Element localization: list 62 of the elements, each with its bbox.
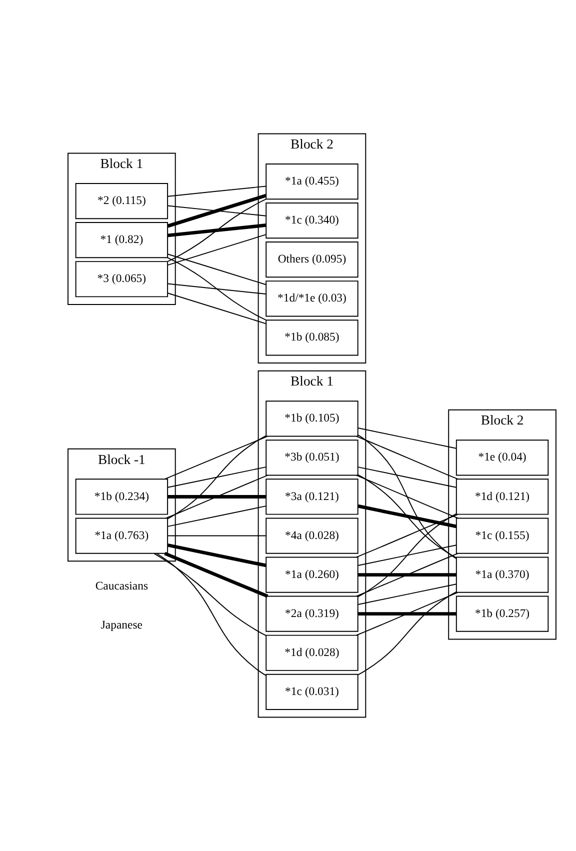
connector	[168, 224, 266, 238]
connector	[167, 506, 266, 527]
connector	[358, 573, 456, 577]
connector	[167, 292, 266, 324]
node-box: *1b (0.234)	[75, 478, 168, 515]
node-box: *3 (0.065)	[75, 261, 168, 298]
connector	[356, 474, 458, 519]
node-box: *1c (0.031)	[266, 674, 358, 710]
connector	[356, 436, 458, 480]
node-box: *1a (0.370)	[456, 556, 549, 593]
node-box: *1d/*1e (0.03)	[266, 280, 358, 317]
connector	[167, 198, 266, 262]
connector	[167, 205, 266, 216]
connector	[167, 257, 266, 320]
connector	[167, 466, 266, 488]
node-box: *1b (0.085)	[266, 320, 358, 356]
node-box: *1c (0.155)	[456, 518, 549, 554]
node-box: *2 (0.115)	[75, 183, 168, 220]
connector	[358, 591, 457, 676]
connector	[167, 543, 266, 568]
connector	[358, 513, 457, 598]
node-box: *1a (0.455)	[266, 163, 358, 200]
connector	[358, 428, 457, 449]
connector	[167, 194, 266, 228]
connector	[358, 612, 456, 616]
connector	[358, 474, 457, 558]
node-box: *2a (0.319)	[266, 596, 358, 632]
connector	[356, 514, 458, 558]
connector	[356, 552, 458, 597]
node-box: *1b (0.257)	[456, 596, 549, 632]
node-box: *3a (0.121)	[266, 478, 358, 515]
node-box: *1d (0.028)	[266, 634, 358, 671]
connector	[358, 466, 457, 488]
node-box: *1e (0.04)	[456, 440, 549, 476]
node-box: *1a (0.763)	[75, 518, 168, 554]
connector	[167, 535, 266, 536]
connector	[164, 552, 268, 598]
node-box: *1c (0.340)	[266, 202, 358, 239]
connector	[167, 283, 266, 294]
connector	[358, 504, 457, 528]
connector	[167, 435, 266, 520]
connector	[168, 495, 266, 498]
label: Japanese	[100, 618, 142, 632]
connector	[156, 552, 266, 676]
node-box: *1 (0.82)	[75, 222, 168, 258]
connector	[357, 434, 457, 560]
node-box: *1a (0.260)	[266, 556, 358, 593]
node-box: Others (0.095)	[266, 242, 358, 278]
connector	[164, 436, 268, 480]
node-box: *3b (0.051)	[266, 440, 358, 476]
node-box: *4a (0.028)	[266, 518, 358, 554]
connector	[166, 474, 268, 519]
connector	[356, 592, 458, 636]
connector	[167, 234, 266, 266]
connector	[358, 584, 457, 605]
connector	[358, 544, 457, 566]
connector	[167, 186, 266, 197]
connector	[167, 254, 266, 286]
connector	[154, 552, 267, 636]
node-box: *1b (0.105)	[266, 400, 358, 437]
label: Caucasians	[95, 580, 148, 593]
node-box: *1d (0.121)	[456, 478, 549, 515]
